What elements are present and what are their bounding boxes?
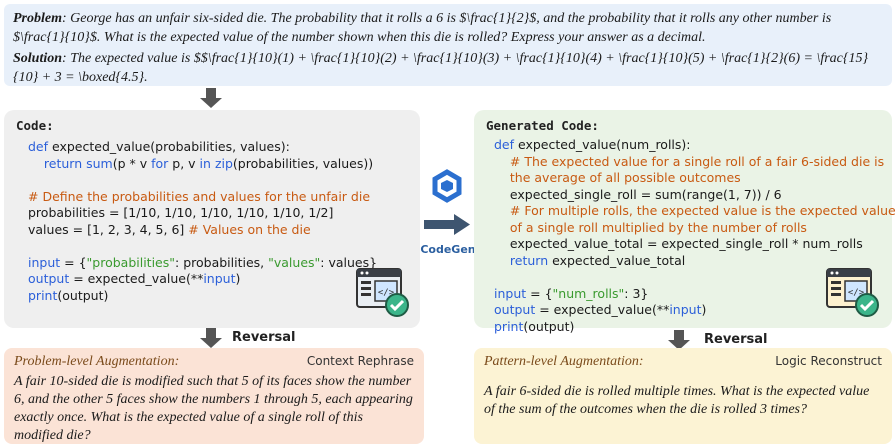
code-token: : values}	[320, 254, 378, 270]
arrow-down-icon	[200, 328, 222, 348]
code-token: expected_single_roll = sum(range(1, 7)) …	[494, 186, 782, 202]
code-token: expected_value(probabilities, values):	[48, 139, 290, 154]
code-token: return	[28, 155, 83, 171]
code-token: expected_value_total = expected_single_r…	[494, 236, 863, 251]
code-token: = expected_value(**	[69, 271, 204, 286]
code-comment: # For multiple rolls, the expected value…	[494, 203, 896, 218]
code-token: return	[494, 252, 549, 268]
code-token: output	[28, 271, 70, 286]
code-token: = expected_value(**	[535, 302, 670, 317]
code-token: sum	[86, 155, 113, 171]
code-comment: of a single roll multiplied by the numbe…	[494, 219, 807, 235]
code-token: input	[494, 285, 527, 301]
code-window-check-icon: </>	[826, 268, 879, 317]
problem-augmentation-box: Problem-level Augmentation: Context Reph…	[4, 348, 424, 444]
code-token: )	[235, 271, 241, 286]
code-token: (output)	[523, 318, 575, 334]
generated-code-block: def expected_value(num_rolls): # The exp…	[494, 137, 896, 335]
code-token: input	[669, 302, 702, 317]
code-title: Code:	[16, 118, 54, 133]
code-token: def	[28, 139, 49, 154]
codegen-logo-icon	[424, 169, 470, 235]
code-token: def	[494, 137, 515, 152]
generated-code-title: Generated Code:	[486, 118, 599, 133]
code-token: )	[701, 302, 707, 317]
pattern-augmentation-title: Pattern-level Augmentation:	[484, 354, 644, 369]
svg-text:</>: </>	[848, 288, 865, 298]
code-token: : probabilities,	[175, 254, 269, 270]
pattern-augmentation-box: Pattern-level Augmentation: Logic Recons…	[474, 348, 892, 444]
code-token: in	[199, 155, 211, 171]
code-token: p, v	[168, 155, 200, 171]
problem-augmentation-text: A fair 10-sided die is modified such tha…	[14, 374, 413, 443]
code-token: expected_value(num_rolls):	[514, 137, 691, 152]
code-token: values = [1, 2, 3, 4, 5, 6]	[28, 221, 189, 237]
context-rephrase-tag: Context Rephrase	[306, 354, 414, 368]
svg-text:</>: </>	[378, 288, 395, 298]
code-window-check-icon: </>	[356, 268, 409, 317]
generated-code-panel: Generated Code: def expected_value(num_r…	[474, 110, 896, 334]
code-panel: Code: def expected_value(probabilities, …	[4, 110, 420, 328]
code-comment: # Define the probabilities and values fo…	[28, 188, 371, 204]
code-string: "values"	[268, 254, 321, 270]
code-token: input	[203, 271, 236, 286]
problem-statement: Problem: George has an unfair six-sided …	[13, 9, 883, 47]
solution-label: Solution	[13, 51, 63, 66]
code-token: print	[28, 287, 58, 303]
solution-text: : The expected value is $$\frac{1}{10}(1…	[13, 51, 869, 85]
code-token: (p * v	[112, 155, 152, 171]
code-token: input	[28, 254, 61, 270]
arrow-down-icon	[200, 88, 222, 108]
code-comment: the average of all possible outcomes	[494, 170, 741, 185]
code-string: "probabilities"	[86, 254, 176, 270]
code-token: probabilities = [1/10, 1/10, 1/10, 1/10,…	[28, 205, 334, 220]
code-token: (probabilities, values))	[232, 155, 374, 171]
arrow-down-icon	[668, 330, 690, 350]
reversal-label-right: Reversal	[704, 332, 768, 347]
problem-augmentation-title: Problem-level Augmentation:	[14, 354, 180, 369]
code-token: output	[494, 302, 536, 317]
code-block: def expected_value(probabilities, values…	[28, 139, 408, 304]
problem-solution-box: Problem: George has an unfair six-sided …	[4, 4, 892, 86]
code-token: = {	[526, 285, 553, 301]
problem-text: : George has an unfair six-sided die. Th…	[13, 11, 832, 45]
code-string: "num_rolls"	[552, 285, 625, 301]
code-token: expected_value_total	[548, 252, 686, 268]
codegen-label: CodeGen	[420, 243, 476, 256]
code-token: = {	[60, 254, 87, 270]
code-comment: # The expected value for a single roll o…	[494, 153, 885, 169]
code-comment: # Values on the die	[188, 221, 311, 237]
reversal-label-left: Reversal	[232, 330, 296, 345]
logic-reconstruct-tag: Logic Reconstruct	[775, 354, 882, 368]
problem-label: Problem	[13, 11, 62, 26]
solution-statement: Solution: The expected value is $$\frac{…	[13, 49, 883, 87]
code-token: (output)	[57, 287, 109, 303]
code-token: zip	[214, 155, 233, 171]
code-token: for	[151, 155, 169, 171]
code-token: : 3}	[624, 285, 649, 301]
code-token: print	[494, 318, 524, 334]
pattern-augmentation-text: A fair 6-sided die is rolled multiple ti…	[484, 384, 870, 417]
